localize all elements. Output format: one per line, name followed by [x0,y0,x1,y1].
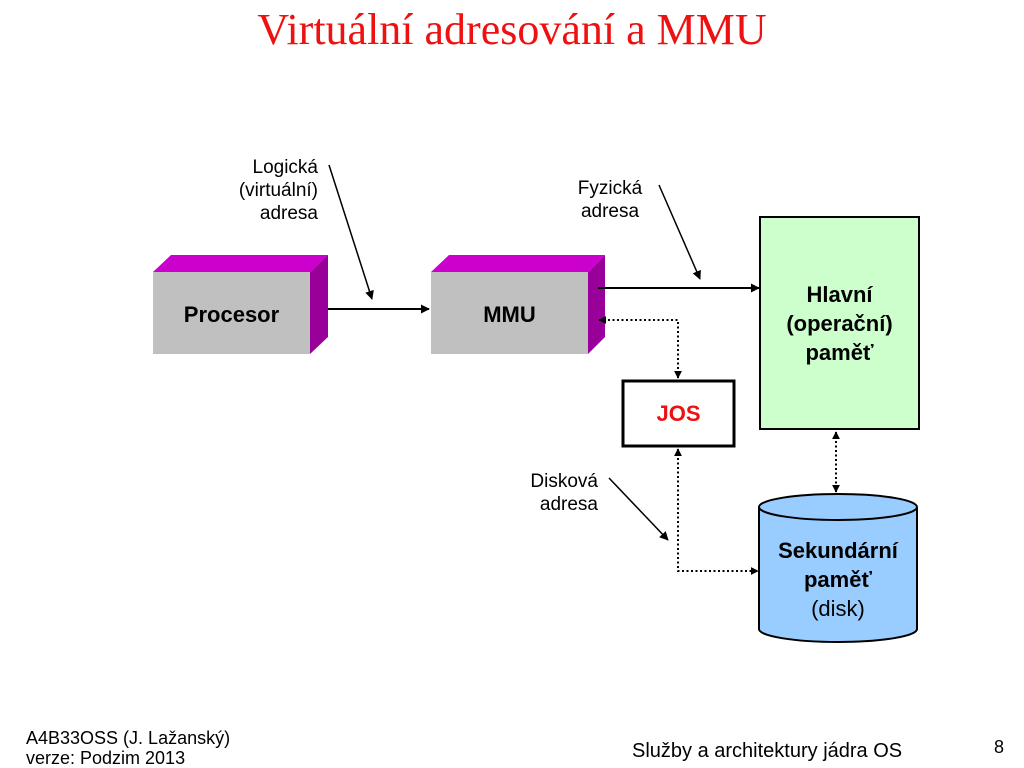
main-memory-line-3: paměť [805,340,874,365]
procesor-label: Procesor [183,302,280,327]
page-number: 8 [994,737,1005,757]
pointer-physical-address [658,184,701,280]
disk-address-line-2: adresa [539,494,598,515]
footer-subject: Služby a architektury jádra OS [632,740,903,762]
secondary-memory-line-2: paměť [803,567,872,592]
jos-box [621,379,736,448]
physical-address-line-2: adresa [580,201,640,222]
logical-address-line-3: adresa [259,203,318,224]
pointer-disk-address [608,477,669,541]
secondary-memory-cylinder [758,493,918,643]
footer-version: verze: Podzim 2013 [26,748,186,768]
secondary-memory-label: Sekundární paměť (disk) [759,536,917,623]
footer-course-info: A4B33OSS (J. Lažanský) verze: Podzim 201… [26,728,230,768]
physical-address-line-1: Fyzická [577,178,643,199]
main-memory-label: Hlavní (operační) paměť [760,280,919,367]
logical-address-line-1: Logická [252,157,319,178]
procesor-block [153,255,328,354]
main-memory-line-2: (operační) [786,311,893,336]
logical-address-line-2: (virtuální) [238,180,318,201]
pointer-logical-address [328,164,374,300]
slide-title: Virtuální adresování a MMU [257,5,767,54]
logical-address-label: Logická (virtuální) adresa [200,156,318,225]
main-memory-line-1: Hlavní [806,282,873,307]
disk-address-line-1: Disková [530,471,598,492]
main-memory-box [759,216,920,430]
mmu-label: MMU [483,302,536,327]
jos-label: JOS [656,401,701,426]
physical-address-label: Fyzická adresa [560,177,660,223]
dotted-mmu-jos [598,316,682,379]
dotted-jos-disk [674,448,759,575]
secondary-memory-line-3: (disk) [811,596,865,621]
secondary-memory-line-1: Sekundární [778,538,898,563]
disk-address-label: Disková adresa [480,470,598,516]
footer-course: A4B33OSS (J. Lažanský) [26,728,231,748]
